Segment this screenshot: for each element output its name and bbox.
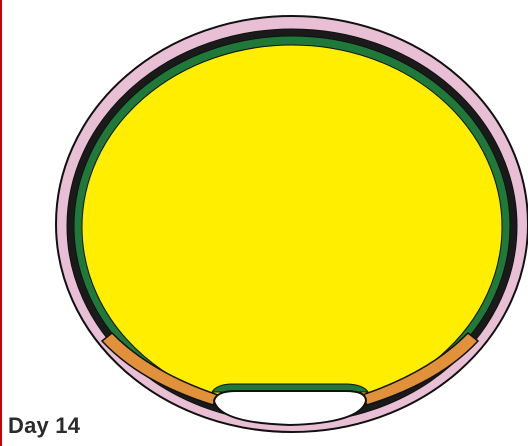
stage-label: Day 14 xyxy=(8,413,80,439)
yellow-yolk xyxy=(82,45,502,409)
